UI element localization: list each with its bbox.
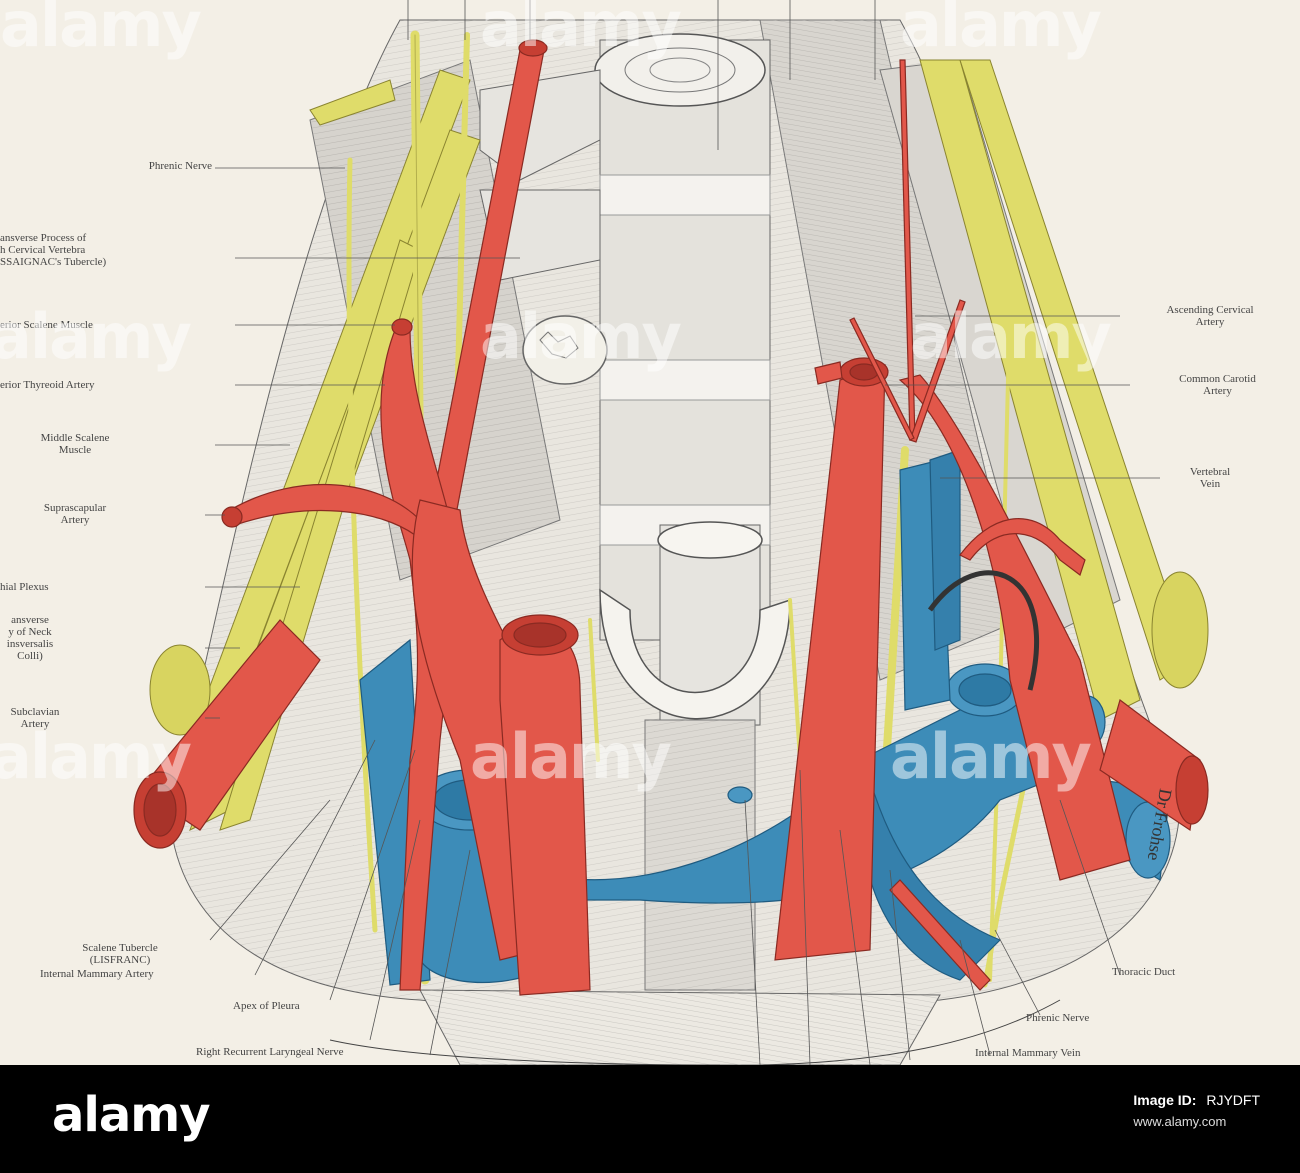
brachial-plexus-right — [919, 59, 1209, 721]
label-line: Ascending Cervical — [1166, 304, 1254, 316]
label-brachial-plexus: hial Plexus — [0, 581, 49, 593]
site-link[interactable]: www.alamy.com — [1133, 1114, 1227, 1129]
image-id-value: RJYDFT — [1206, 1092, 1260, 1108]
label-line: Artery — [1203, 385, 1232, 397]
label-line: (LISFRANC) — [89, 954, 151, 966]
label-line: Vein — [1199, 478, 1221, 490]
label-line: Subclavian — [10, 706, 60, 718]
recurrent-nerve-arch — [927, 570, 1039, 691]
label-anterior-scalene: erior Scalene Muscle — [0, 319, 93, 331]
label-ascending-cervical: Ascending Cervical Artery — [1120, 304, 1300, 328]
image-meta: Image ID: RJYDFT www.alamy.com — [1133, 1089, 1260, 1133]
label-line: Vertebral — [1189, 466, 1231, 478]
label-line: Muscle — [58, 444, 92, 456]
label-line: Artery — [1195, 316, 1225, 328]
label-line: Suprascapular — [43, 502, 107, 514]
label-thoracic-duct: Thoracic Duct — [1112, 966, 1176, 978]
label-internal-mammary-artery: Internal Mammary Artery — [40, 968, 154, 980]
label-phrenic-nerve-right: Phrenic Nerve — [1026, 1012, 1090, 1024]
label-common-carotid: Common Carotid Artery — [1135, 373, 1300, 397]
stock-footer-bar: alamy Image ID: RJYDFT www.alamy.com — [0, 1065, 1300, 1173]
label-line: ansverse — [11, 614, 49, 626]
label-suprascapular: Suprascapular Artery — [0, 502, 150, 526]
label-line: insversalis — [6, 638, 54, 650]
label-line: Scalene Tubercle — [82, 942, 158, 954]
alamy-logo[interactable]: alamy — [52, 1087, 211, 1143]
label-scalene-tubercle: Scalene Tubercle (LISFRANC) — [30, 942, 210, 966]
label-line: SSAIGNAC's Tubercle) — [0, 256, 107, 268]
label-internal-mammary-vein: Internal Mammary Vein — [975, 1047, 1081, 1059]
image-id-label: Image ID: — [1133, 1092, 1197, 1108]
label-line: Common Carotid — [1179, 373, 1256, 385]
label-right-recurrent-laryngeal: Right Recurrent Laryngeal Nerve — [196, 1046, 344, 1058]
label-vertebral-vein: Vertebral Vein — [1160, 466, 1260, 490]
label-line: ansverse Process of — [0, 232, 87, 244]
arteries — [133, 39, 1209, 996]
label-line: Middle Scalene — [40, 432, 110, 444]
label-transverse-neck: ansverse y of Neck insversalis Colli) — [0, 614, 60, 662]
label-apex-pleura: Apex of Pleura — [233, 1000, 300, 1012]
label-inferior-thyroid: erior Thyreoid Artery — [0, 379, 95, 391]
label-middle-scalene: Middle Scalene Muscle — [0, 432, 150, 456]
label-line: Artery — [20, 718, 50, 730]
label-transverse-process: ansverse Process of h Cervical Vertebra … — [0, 232, 235, 268]
image-id-row: Image ID: RJYDFT — [1133, 1089, 1260, 1111]
label-line: y of Neck — [8, 626, 52, 638]
leader-lines — [205, 0, 1160, 1066]
label-line: Colli) — [17, 650, 43, 662]
label-subclavian: Subclavian Artery — [0, 706, 70, 730]
label-line: h Cervical Vertebra — [0, 244, 86, 256]
label-phrenic-nerve-left: Phrenic Nerve — [148, 160, 212, 172]
label-line: Artery — [60, 514, 90, 526]
